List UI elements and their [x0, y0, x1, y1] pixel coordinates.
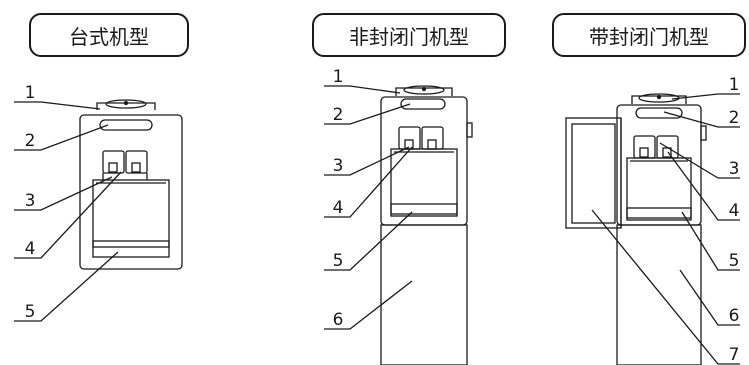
callout-5: 5: [333, 251, 344, 271]
callout-1: 1: [333, 67, 344, 87]
non-sealed-callouts: 1 2 3 4 5 6: [333, 67, 344, 330]
callout-3: 3: [729, 159, 740, 179]
callout-4: 4: [729, 201, 740, 221]
callout-2: 2: [25, 131, 36, 151]
desktop-leader-lines: [14, 101, 122, 322]
callout-7: 7: [729, 345, 740, 365]
callout-5: 5: [729, 251, 740, 271]
callout-3: 3: [333, 156, 344, 176]
sealed-door-dispenser: [565, 93, 707, 365]
sealed-leader-lines: [591, 93, 740, 365]
non-sealed-door-dispenser: [380, 85, 473, 365]
callout-2: 2: [729, 108, 740, 128]
callout-6: 6: [333, 310, 344, 330]
non-sealed-leader-lines: [324, 85, 413, 330]
title-non-sealed-door-model: 非封闭门机型: [312, 13, 506, 57]
title-sealed-door-model: 带封闭门机型: [552, 13, 746, 57]
callout-1: 1: [729, 75, 740, 95]
title-desktop-model: 台式机型: [29, 13, 189, 57]
callout-3: 3: [25, 191, 36, 211]
callout-5: 5: [25, 302, 36, 322]
desktop-dispenser: [79, 99, 183, 270]
callout-1: 1: [25, 83, 36, 103]
callout-4: 4: [25, 239, 36, 259]
callout-6: 6: [729, 306, 740, 326]
callout-2: 2: [333, 105, 344, 125]
sealed-callouts: 1 2 3 4 5 6 7: [729, 75, 740, 365]
desktop-callouts: 1 2 3 4 5: [25, 83, 36, 322]
callout-4: 4: [333, 198, 344, 218]
